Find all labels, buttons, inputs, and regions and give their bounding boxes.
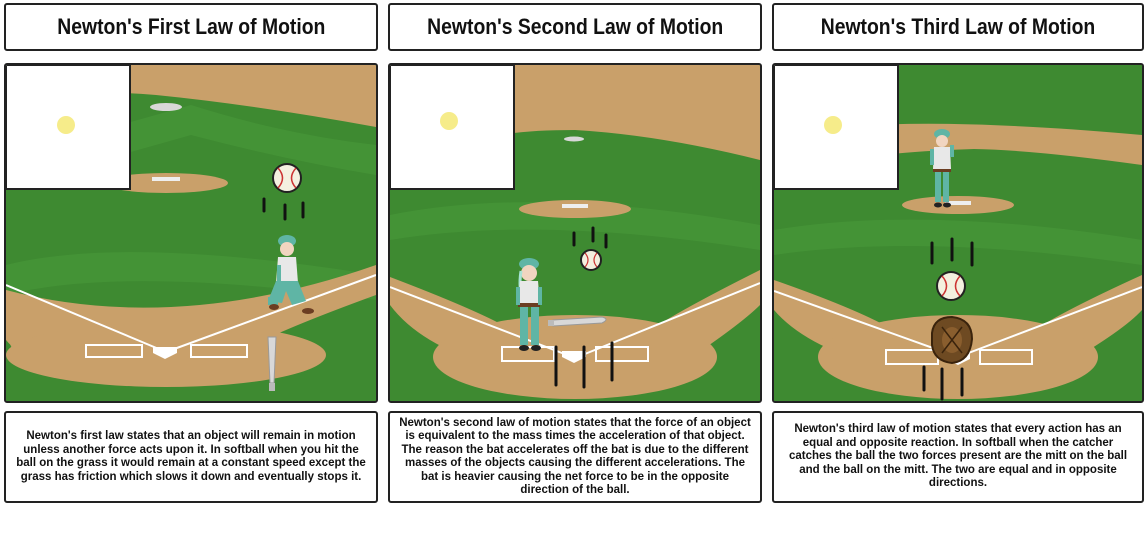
panel-3-illustration: [774, 65, 1142, 401]
panel-3-caption: Newton's third law of motion states that…: [788, 423, 1128, 490]
player-icon: [268, 235, 314, 314]
home-plate-icon: [153, 347, 177, 359]
panel-1-caption-box: Newton's first law states that an object…: [4, 411, 378, 503]
motion-lines-icon: [554, 341, 614, 389]
panel-3-title: Newton's Third Law of Motion: [820, 14, 1096, 39]
panel-2-scene: [388, 63, 762, 403]
panel-3-caption-box: Newton's third law of motion states that…: [772, 411, 1144, 503]
player-icon: [930, 129, 954, 208]
softball-icon: [936, 271, 966, 301]
panel-3-title-box: Newton's Third Law of Motion: [772, 3, 1144, 51]
catcher-mitt-icon: [931, 315, 974, 365]
pitcher-mound-icon: [519, 200, 631, 218]
panel-3-scene: [772, 63, 1144, 403]
pitcher-mound-icon: [104, 173, 228, 193]
sun-icon: [57, 116, 75, 134]
panel-2-caption-box: Newton's second law of motion states tha…: [388, 411, 762, 503]
panel-2-caption: Newton's second law of motion states tha…: [399, 416, 751, 497]
softball-icon: [580, 249, 602, 271]
motion-lines-icon: [922, 365, 964, 401]
panel-1-scene: [4, 63, 378, 403]
softball-bat-icon: [267, 336, 277, 391]
panel-1-caption: Newton's first law states that an object…: [16, 430, 366, 483]
panel-2-title: Newton's Second Law of Motion: [426, 14, 724, 39]
player-icon: [516, 258, 542, 351]
second-base-icon: [564, 136, 584, 142]
panel-1-title-box: Newton's First Law of Motion: [4, 3, 378, 51]
motion-lines-icon: [930, 237, 974, 267]
motion-lines-icon: [572, 226, 608, 249]
motion-lines-icon: [262, 197, 305, 221]
panel-1-illustration: [6, 65, 376, 401]
sun-icon: [440, 112, 458, 130]
softball-icon: [272, 163, 302, 193]
panel-2-title-box: Newton's Second Law of Motion: [388, 3, 762, 51]
sun-icon: [824, 116, 842, 134]
second-base-icon: [150, 103, 182, 111]
panel-2-illustration: [390, 65, 760, 401]
panel-1-title: Newton's First Law of Motion: [56, 14, 326, 39]
softball-bat-icon: [548, 316, 607, 327]
sky-box: [774, 65, 899, 190]
home-plate-icon: [562, 351, 586, 363]
